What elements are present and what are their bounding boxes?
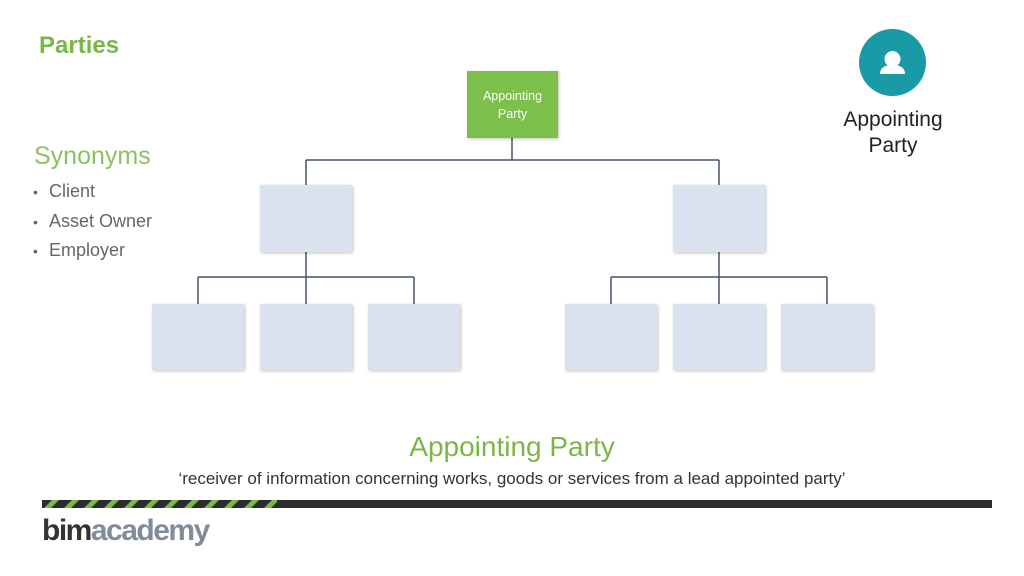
person-icon — [859, 29, 926, 96]
grandchild-node — [565, 304, 657, 370]
hazard-stripe-divider — [42, 500, 992, 508]
grandchild-node — [152, 304, 244, 370]
bim-academy-logo: bimacademy — [42, 513, 210, 549]
root-node-appointing-party: Appointing Party — [467, 71, 558, 138]
synonyms-list: • Client • Asset Owner • Employer — [33, 178, 152, 267]
grandchild-node — [260, 304, 352, 370]
logo-part-bim: bim — [42, 514, 92, 547]
child-node-right — [673, 185, 765, 252]
bullet: • — [33, 184, 38, 200]
synonym-label: Client — [49, 181, 96, 201]
avatar-label: Appointing Party — [832, 107, 954, 159]
root-node-label-line1: Appointing — [482, 88, 543, 103]
grandchild-node — [781, 304, 873, 370]
synonym-item: • Employer — [33, 237, 152, 267]
definition-text: ‘receiver of information concerning work… — [178, 469, 846, 488]
logo-part-academy: academy — [90, 514, 210, 547]
synonym-label: Asset Owner — [49, 210, 153, 231]
synonym-item: • Asset Owner — [33, 208, 152, 238]
grandchild-node — [368, 304, 460, 370]
synonym-item: • Client — [33, 178, 152, 208]
root-node-label-line2: Party — [497, 106, 528, 121]
synonym-label: Employer — [49, 240, 126, 260]
definition-term: Appointing Party — [409, 431, 615, 462]
bullet: • — [33, 213, 38, 230]
avatar-label-line2: Party — [868, 134, 918, 157]
page-title: Parties — [39, 32, 120, 59]
grandchild-node — [673, 304, 765, 370]
avatar-label-line1: Appointing — [843, 108, 943, 131]
synonyms-heading: Synonyms — [34, 142, 151, 170]
child-node-left — [260, 185, 352, 252]
bullet: • — [33, 243, 38, 259]
